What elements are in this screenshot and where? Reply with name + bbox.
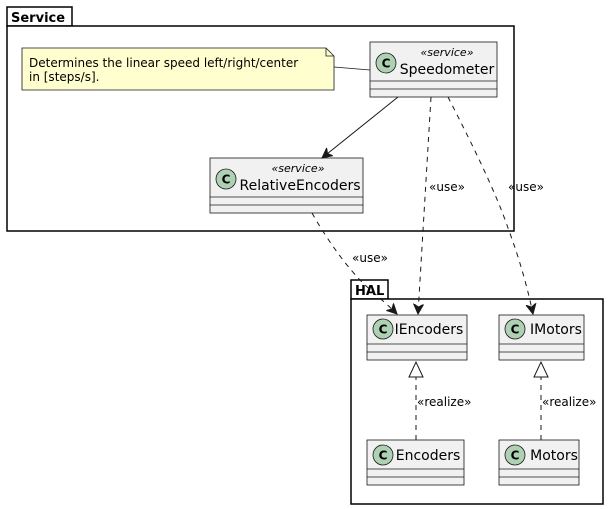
class-speedometer-stereotype: «service» <box>421 46 474 59</box>
class-speedometer[interactable]: C «service» Speedometer <box>369 41 498 98</box>
class-encoders[interactable]: C Encoders <box>366 439 465 486</box>
class-iencoders[interactable]: C IEncoders <box>366 314 468 361</box>
svg-text:C: C <box>511 449 520 463</box>
class-relative-encoders-name: RelativeEncoders <box>240 178 361 194</box>
note: Determines the linear speed left/right/c… <box>21 47 371 91</box>
svg-text:C: C <box>222 173 231 187</box>
package-service-label: Service <box>11 11 65 26</box>
edge-speedometer-iencoders: «use» <box>418 96 465 314</box>
note-line-2: in [steps/s]. <box>29 70 99 84</box>
class-relative-encoders[interactable]: C «service» RelativeEncoders <box>209 157 364 214</box>
edge-speedometer-relative-encoders <box>322 96 399 158</box>
package-hal-label: HAL <box>355 284 384 299</box>
class-c-icon: C <box>372 444 394 466</box>
class-c-icon: C <box>375 52 397 74</box>
class-imotors-name: IMotors <box>530 322 582 338</box>
svg-text:C: C <box>379 449 388 463</box>
class-speedometer-name: Speedometer <box>400 62 495 78</box>
edge-speedometer-imotors-label: «use» <box>508 180 544 194</box>
class-c-icon: C <box>504 444 526 466</box>
class-imotors[interactable]: C IMotors <box>498 314 585 361</box>
edge-relative-encoders-iencoders: «use» <box>311 212 397 314</box>
svg-text:C: C <box>379 323 388 337</box>
class-c-icon: C <box>215 168 237 190</box>
edge-speedometer-imotors: «use» <box>447 96 544 314</box>
class-c-icon: C <box>504 318 526 340</box>
edge-motors-realize-imotors: «realize» <box>533 360 596 440</box>
edge-relative-encoders-iencoders-label: «use» <box>352 251 388 265</box>
edge-speedometer-iencoders-label: «use» <box>429 180 465 194</box>
edge-motors-realize-label: «realize» <box>542 395 596 409</box>
note-line-1: Determines the linear speed left/right/c… <box>29 56 298 70</box>
class-c-icon: C <box>372 318 394 340</box>
class-iencoders-name: IEncoders <box>395 322 464 338</box>
class-relative-encoders-stereotype: «service» <box>272 162 325 175</box>
class-motors-name: Motors <box>530 448 578 464</box>
edge-encoders-realize-label: «realize» <box>417 395 471 409</box>
class-encoders-name: Encoders <box>396 448 461 464</box>
svg-text:C: C <box>511 323 520 337</box>
class-motors[interactable]: C Motors <box>498 439 580 486</box>
edge-encoders-realize-iencoders: «realize» <box>408 360 471 440</box>
svg-text:C: C <box>382 57 391 71</box>
